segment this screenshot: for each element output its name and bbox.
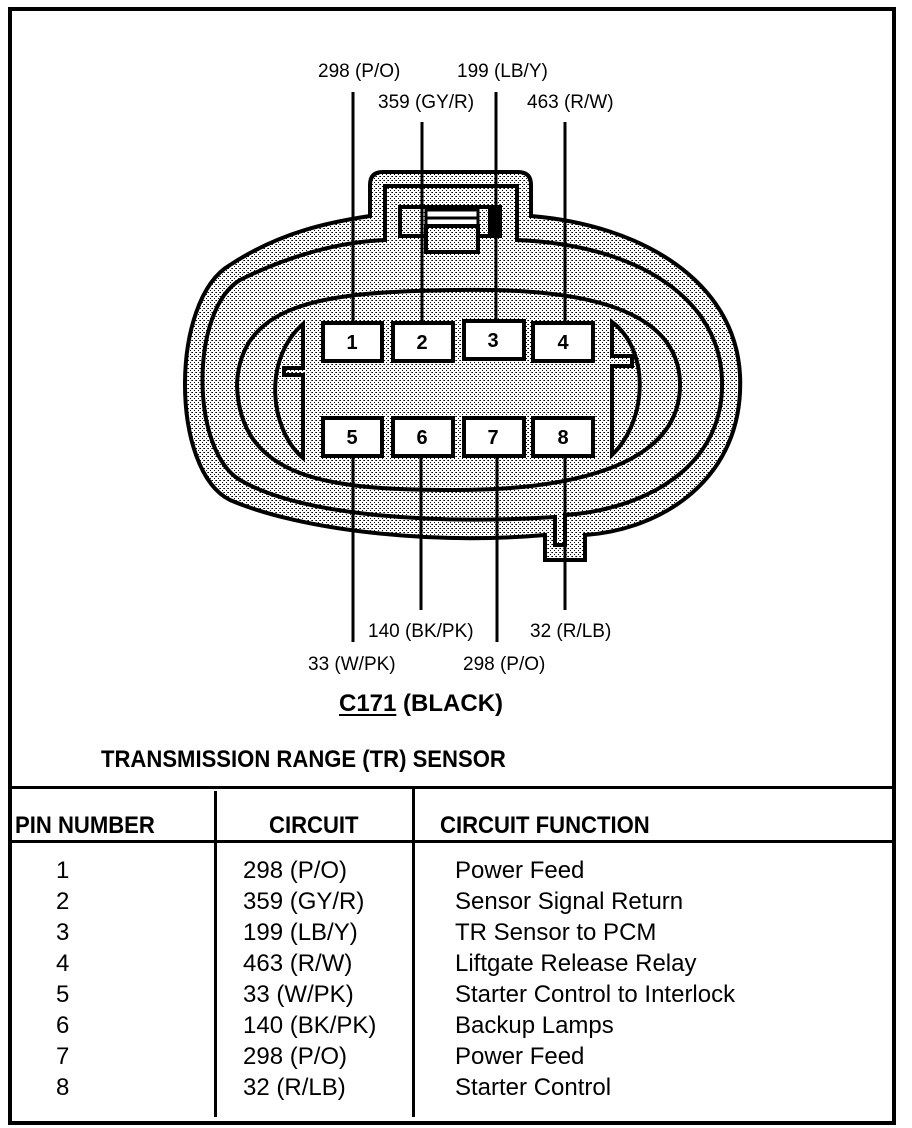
pin-6: 6 xyxy=(391,416,455,458)
cell-pin: 4 xyxy=(56,950,70,977)
pin-3: 3 xyxy=(462,319,526,361)
pin-number: 5 xyxy=(346,427,357,449)
connector-color: (BLACK) xyxy=(403,690,504,717)
cell-function: Power Feed xyxy=(455,1043,585,1070)
cell-circuit: 199 (LB/Y) xyxy=(243,919,358,946)
pin-1: 1 xyxy=(321,321,384,363)
cell-function: Liftgate Release Relay xyxy=(455,950,697,977)
cell-pin: 2 xyxy=(56,888,70,915)
header-circuit-function: CIRCUIT FUNCTION xyxy=(440,812,650,839)
cell-circuit: 140 (BK/PK) xyxy=(243,1012,377,1039)
pin-4: 4 xyxy=(531,321,595,363)
wire-label-pin-6: 140 (BK/PK) xyxy=(368,621,474,642)
cell-function: Starter Control to Interlock xyxy=(455,981,736,1008)
pin-number: 2 xyxy=(416,332,427,354)
wire-label-pin-8: 32 (R/LB) xyxy=(530,621,612,642)
cell-circuit: 33 (W/PK) xyxy=(243,981,354,1008)
pin-number: 7 xyxy=(487,427,498,449)
cell-function: Starter Control xyxy=(455,1074,612,1101)
column-divider-2 xyxy=(412,789,415,1117)
pin-number: 3 xyxy=(487,330,498,352)
cell-function: TR Sensor to PCM xyxy=(455,919,657,946)
cell-circuit: 298 (P/O) xyxy=(243,1043,348,1070)
cell-pin: 3 xyxy=(56,919,70,946)
wire-label-pin-2: 359 (GY/R) xyxy=(378,92,475,113)
pin-8: 8 xyxy=(531,416,595,458)
pin-number: 4 xyxy=(557,332,569,354)
column-divider-1 xyxy=(214,791,217,1117)
right-key-icon xyxy=(610,318,642,460)
connector-id: C171 xyxy=(339,690,397,717)
wire-leads xyxy=(351,92,567,642)
pin-number: 6 xyxy=(416,427,427,449)
header-circuit: CIRCUIT xyxy=(269,812,359,839)
wire-label-pin-3: 199 (LB/Y) xyxy=(457,61,548,82)
wire-label-pin-7: 298 (P/O) xyxy=(463,654,546,675)
header-pin-number: PIN NUMBER xyxy=(15,812,155,839)
cell-pin: 6 xyxy=(56,1012,70,1039)
wire-label-pin-1: 298 (P/O) xyxy=(318,61,401,82)
cell-function: Power Feed xyxy=(455,857,585,884)
cell-pin: 7 xyxy=(56,1043,70,1070)
pin-7: 7 xyxy=(462,416,526,458)
component-title: TRANSMISSION RANGE (TR) SENSOR xyxy=(101,746,506,773)
pin-2: 2 xyxy=(391,321,455,363)
table-top-border xyxy=(10,786,892,789)
wire-label-pin-5: 33 (W/PK) xyxy=(308,654,396,675)
pin-5: 5 xyxy=(321,416,384,458)
cell-circuit: 359 (GY/R) xyxy=(243,888,365,915)
wire-label-pin-4: 463 (R/W) xyxy=(527,92,614,113)
cell-circuit: 463 (R/W) xyxy=(243,950,353,977)
diagram-frame xyxy=(8,7,896,1125)
pin-number: 8 xyxy=(557,427,568,449)
table-header-divider xyxy=(10,840,892,843)
left-key-icon xyxy=(273,319,305,463)
pin-number: 1 xyxy=(346,332,357,354)
cell-pin: 8 xyxy=(56,1074,70,1101)
cell-function: Sensor Signal Return xyxy=(455,888,684,915)
cell-pin: 1 xyxy=(56,857,70,884)
cell-function: Backup Lamps xyxy=(455,1012,614,1039)
pin-cavities: 1 2 3 4 5 6 7 8 xyxy=(321,319,595,458)
cell-circuit: 298 (P/O) xyxy=(243,857,348,884)
cell-circuit: 32 (R/LB) xyxy=(243,1074,346,1101)
cell-pin: 5 xyxy=(56,981,70,1008)
connector-title: C171 (BLACK) xyxy=(339,690,503,718)
